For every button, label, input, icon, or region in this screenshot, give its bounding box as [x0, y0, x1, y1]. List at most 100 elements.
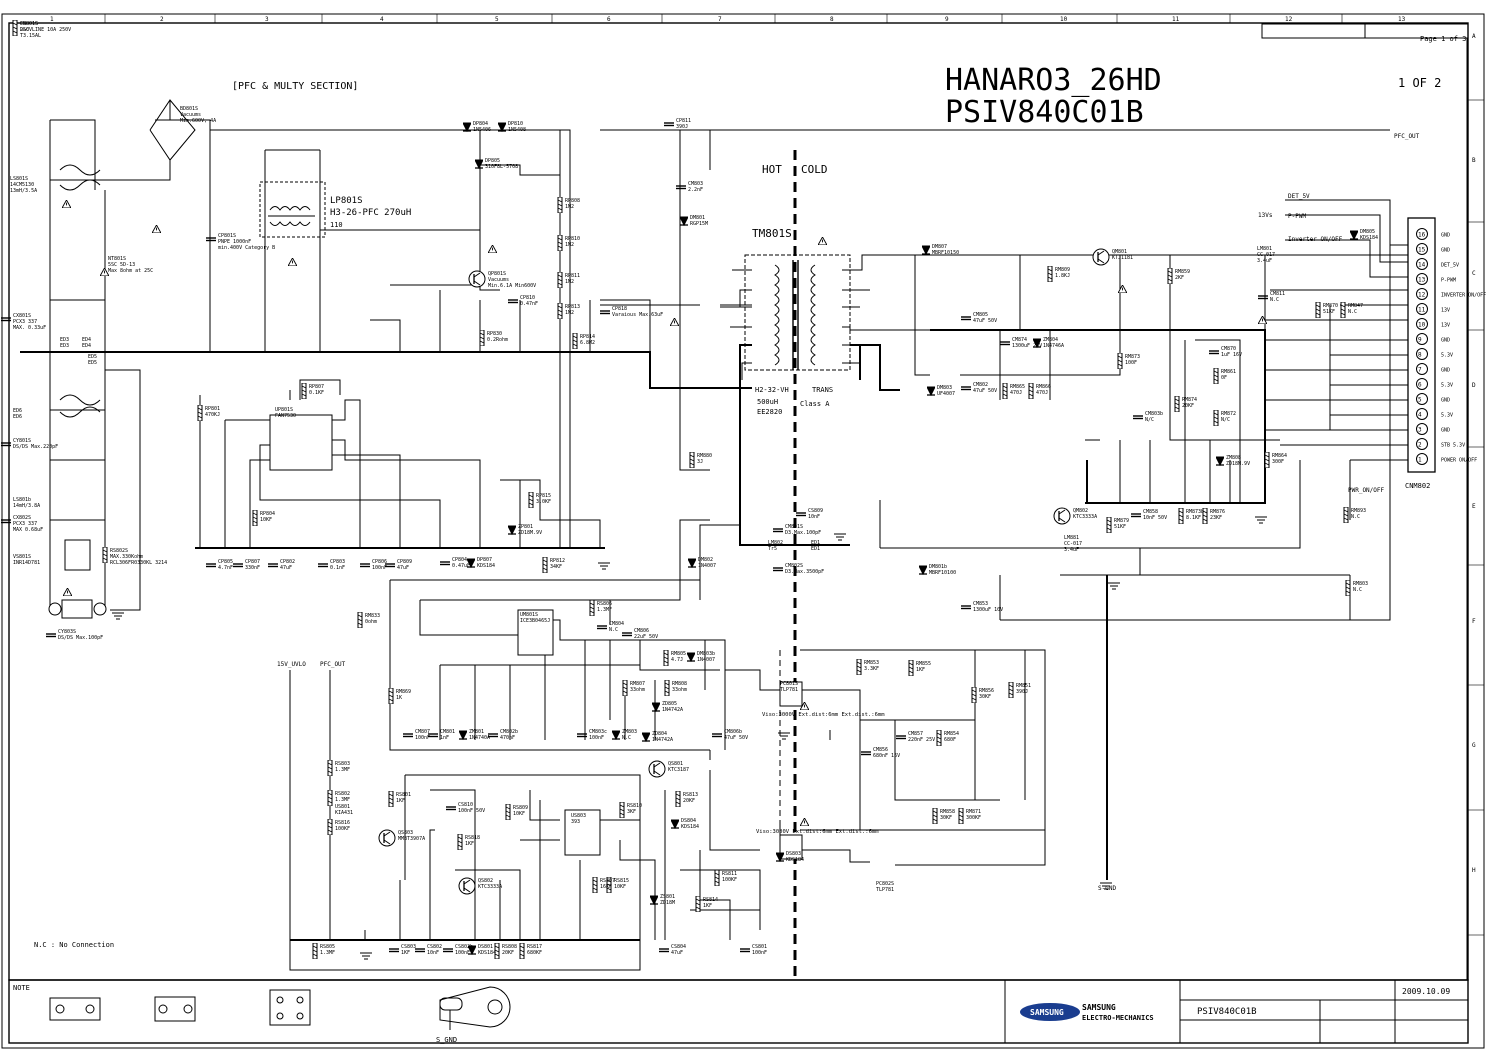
- capacitor-symbol: [415, 948, 425, 953]
- component-value: CC-017: [1064, 541, 1082, 547]
- capacitor-symbol: [961, 605, 971, 610]
- resistor-symbol: [695, 896, 701, 912]
- component-ref: RS801: [396, 792, 411, 798]
- capacitor-symbol: [1000, 341, 1010, 346]
- grid-row-G: G: [1472, 742, 1476, 749]
- component-value: 1N4740A: [469, 735, 490, 741]
- resistor-symbol: [197, 405, 203, 421]
- component-value: 1M2: [565, 204, 574, 210]
- connector-pin-number: 5: [1418, 397, 1422, 404]
- net-pwr-on-off: PWR_ON/OFF: [1348, 487, 1385, 494]
- transformer-label: TRANS: [812, 386, 833, 394]
- capacitor-symbol: [1258, 295, 1268, 300]
- inductor-rev: 110: [330, 221, 343, 229]
- component-ref: RM876: [1210, 509, 1225, 515]
- component-value: 1.3MF: [335, 767, 350, 773]
- component-ref: RS813: [683, 792, 698, 798]
- resistor-symbol: [1345, 580, 1351, 596]
- capacitor-symbol: [659, 948, 669, 953]
- component-ref: QS802: [478, 878, 493, 884]
- component-value: 47uF: [671, 950, 683, 956]
- connector-pin-7: [1416, 363, 1428, 375]
- connector-pin-name: DET_5V: [1441, 263, 1459, 269]
- grid-col-1: 1: [50, 16, 54, 23]
- resistor-symbol: [675, 791, 681, 807]
- component-ref: RM880: [697, 453, 712, 459]
- component-value: Tr5: [768, 546, 777, 552]
- warning-icon: [488, 245, 497, 253]
- inductor-name: LP801S: [330, 196, 363, 206]
- component-ref: RP811: [565, 273, 580, 279]
- logo-text: SAMSUNG: [1030, 1008, 1064, 1017]
- component-ref: RM855: [916, 661, 931, 667]
- resistor-symbol: [528, 492, 534, 508]
- resistor-symbol: [557, 303, 563, 319]
- component-value: 250V: [20, 27, 32, 33]
- resistor-symbol: [557, 235, 563, 251]
- connector-pin-name: 5.3V: [1441, 383, 1453, 389]
- component-value: N.C: [1270, 297, 1279, 303]
- capacitor-symbol: [712, 733, 722, 738]
- diode-symbol: [680, 216, 688, 226]
- component-value: N/C: [1221, 417, 1230, 423]
- component-spec: T3.15AL: [20, 33, 41, 39]
- component-ref: RS802S: [110, 548, 128, 554]
- component-value: 1KF: [703, 903, 712, 909]
- resistor-symbol: [908, 660, 914, 676]
- resistor-symbol: [557, 272, 563, 288]
- component-spec: min.400V Category B: [218, 245, 275, 251]
- component-ref: ZD805: [662, 701, 677, 707]
- connector-pin-15: [1416, 243, 1428, 255]
- component-ref: DM802: [698, 557, 713, 563]
- connector-pin-name: P-PWM: [1441, 278, 1456, 284]
- component-ref: NT801S: [108, 256, 126, 262]
- component-spec: MAX 0.68uF: [13, 527, 43, 533]
- component-value: FAN7530: [275, 413, 296, 419]
- resistor-symbol: [1178, 508, 1184, 524]
- resistor-symbol: [1106, 517, 1112, 533]
- isolation-note-2: Viso:3000V Ext.dist:6mm Ext.dist.:6mm: [762, 712, 885, 718]
- resistor-symbol: [714, 870, 720, 886]
- transistor-symbol: [458, 877, 476, 895]
- resistor-symbol: [589, 600, 595, 616]
- component-value: 10KF: [260, 517, 272, 523]
- component-ref: ZM803: [622, 729, 637, 735]
- component-ref: RM866: [1036, 384, 1051, 390]
- component-ref: RM847: [1348, 303, 1363, 309]
- grid-col-4: 4: [380, 16, 384, 23]
- component-ref: CS802b: [455, 944, 473, 950]
- cold-label: COLD: [801, 163, 828, 176]
- component-ref: CX802S: [13, 515, 31, 521]
- component-value: 0ohm: [365, 619, 377, 625]
- part-number-title: PSIV840C01B: [945, 95, 1144, 130]
- component-value: UF4007: [937, 391, 955, 397]
- capacitor-symbol: [1131, 513, 1141, 518]
- sheet-number: 1 OF 2: [1398, 76, 1441, 90]
- component-ref: US801: [335, 804, 350, 810]
- capacitor-symbol: [360, 563, 370, 568]
- component-value: 1KF: [465, 841, 474, 847]
- resistor-symbol: [1213, 410, 1219, 426]
- resistor-symbol: [1167, 268, 1173, 284]
- company-name: SAMSUNG: [1082, 1003, 1116, 1012]
- component-value: 100nF: [415, 735, 430, 741]
- component-ref: ZM801: [469, 729, 484, 735]
- capacitor-symbol: [961, 316, 971, 321]
